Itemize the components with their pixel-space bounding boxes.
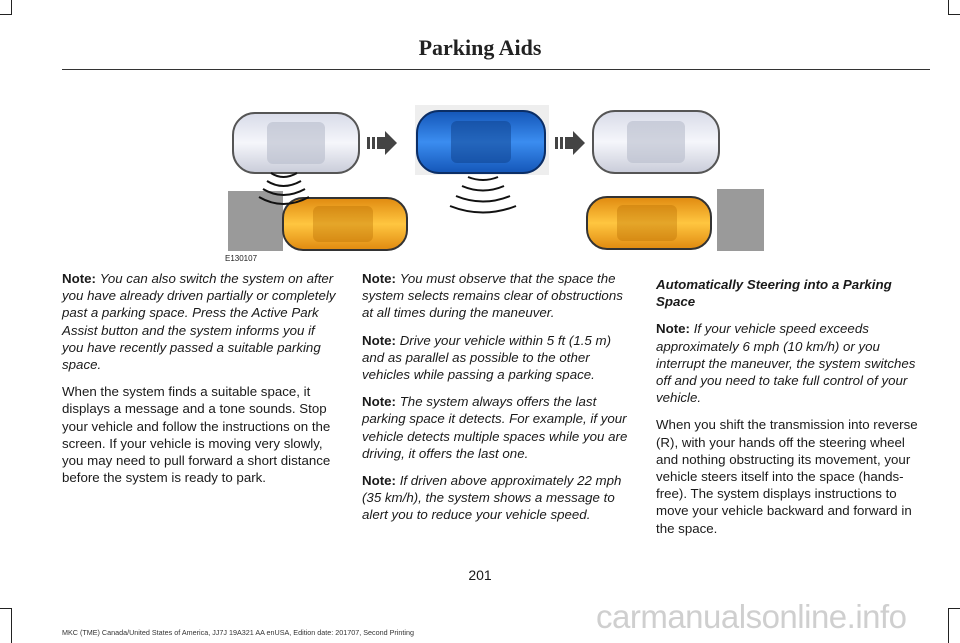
note-label: Note: (362, 394, 396, 410)
note-label: Note: (62, 271, 96, 286)
page-number: 201 (468, 567, 492, 583)
section-heading: Automatically Steering into a Parking Sp… (656, 277, 892, 310)
orange-car (282, 197, 408, 251)
body-paragraph: When you shift the transmission into rev… (656, 417, 918, 536)
note-text: Drive your vehicle within 5 ft (1.5 m) a… (362, 332, 612, 383)
note-text: If your vehicle speed exceeds approximat… (656, 321, 916, 406)
note-paragraph: Note: If driven above approximately 22 m… (362, 472, 632, 524)
scene-1 (228, 112, 408, 251)
note-text: You must observe that the space the syst… (362, 271, 623, 321)
scene-3 (586, 110, 764, 251)
sensor-waves-icon (258, 172, 310, 205)
watermark: carmanualsonline.info (596, 598, 907, 635)
note-label: Note: (362, 332, 396, 348)
body-paragraph: When the system finds a suitable space, … (62, 384, 331, 486)
note-text: If driven above approximately 22 mph (35… (362, 473, 622, 523)
title-divider (62, 69, 930, 70)
footer-edition-info: MKC (TME) Canada/United States of Americ… (62, 628, 414, 637)
note-paragraph: Note: Drive your vehicle within 5 ft (1.… (362, 332, 632, 384)
crop-mark-top-right-h (948, 14, 960, 15)
note-label: Note: (362, 271, 396, 286)
column-3: Automatically Steering into a Parking Sp… (656, 276, 926, 547)
crop-mark-top-right-v (948, 0, 949, 14)
crop-mark-top-left-h (0, 14, 12, 15)
column-2: Note: You must observe that the space th… (362, 270, 632, 534)
crop-mark-bottom-right-v (948, 608, 949, 643)
column-1: Note: You can also switch the system on … (62, 270, 338, 496)
crop-mark-bottom-right-h (948, 608, 960, 609)
crop-mark-bottom-left-h (0, 608, 12, 609)
arrow-right-icon (367, 131, 397, 155)
note-label: Note: (362, 473, 396, 489)
orange-car (586, 196, 712, 250)
note-label: Note: (656, 321, 690, 337)
crop-mark-top-left-v (11, 0, 12, 14)
note-paragraph: Note: If your vehicle speed exceeds appr… (656, 320, 926, 406)
sensor-waves-icon (449, 176, 517, 214)
note-text: You can also switch the system on after … (62, 271, 336, 373)
note-paragraph: Note: You can also switch the system on … (62, 270, 338, 373)
figure-code: E130107 (225, 254, 258, 263)
curb-right (717, 189, 764, 251)
note-paragraph: Note: You must observe that the space th… (362, 270, 632, 322)
crop-mark-bottom-left-v (11, 608, 12, 643)
note-paragraph: Note: The system always offers the last … (362, 393, 632, 462)
parking-illustration: E130107 (225, 103, 766, 263)
page-title: Parking Aids (418, 35, 542, 60)
scene-2 (415, 105, 549, 214)
curb-left (228, 191, 283, 251)
arrow-right-icon (555, 131, 585, 155)
note-text: The system always offers the last parkin… (362, 394, 628, 461)
